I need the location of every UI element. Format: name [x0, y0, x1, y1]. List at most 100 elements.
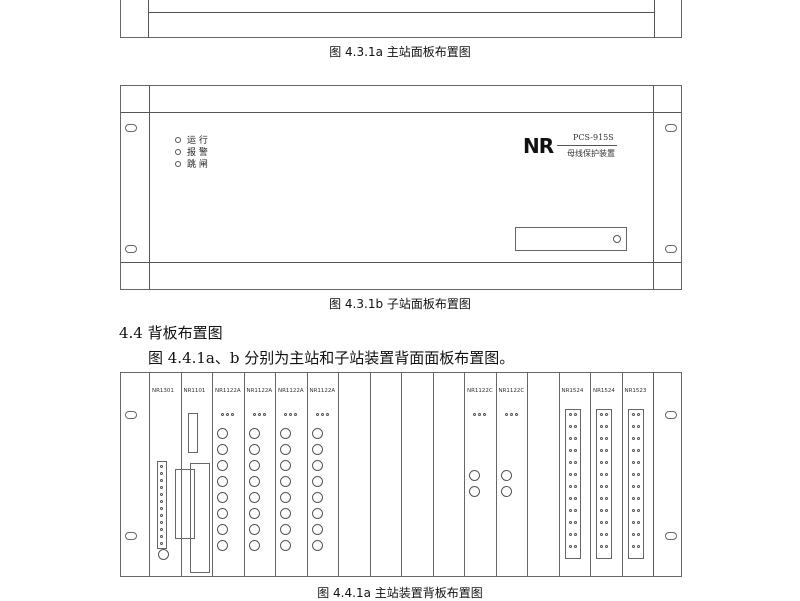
rear-slot: NR1524 [558, 373, 592, 576]
fiber-port-icon [280, 492, 291, 503]
pin-dot [605, 521, 608, 524]
pin-dot [605, 425, 608, 428]
pin-dot [631, 509, 635, 512]
pin-dot [600, 473, 603, 476]
pin-dot [160, 465, 163, 468]
pin-dot [631, 473, 635, 476]
fiber-port-icon [280, 524, 291, 535]
pin-dot [160, 507, 163, 510]
master-panel-right-rail [654, 0, 655, 38]
led-icon [175, 148, 181, 155]
pin-dot [631, 449, 635, 452]
fiber-port-icon [311, 492, 323, 503]
rear-slot: NR1122A [243, 373, 277, 576]
rear-slot: NR1122C [495, 373, 529, 576]
indicator-label: 报 警 [187, 148, 208, 158]
terminal-strip [175, 469, 195, 539]
fiber-port-icon [311, 508, 323, 519]
fiber-port-icon [217, 492, 228, 503]
pin-dot [568, 533, 572, 536]
master-panel-drawing [120, 0, 682, 38]
pin-dot [631, 461, 635, 464]
rear-slot: NR1122A [275, 373, 308, 576]
fiber-port-icon [248, 460, 260, 471]
ethernet-window [187, 413, 198, 453]
pin-dot [160, 542, 163, 545]
rear-slot [338, 373, 371, 576]
pin-dot [600, 437, 603, 440]
section-heading: 4.4 背板布置图 [119, 324, 223, 342]
connector-block [157, 461, 167, 549]
fiber-port-icon [280, 540, 291, 551]
fiber-port-icon [469, 470, 480, 481]
pin-dot [636, 533, 640, 536]
pin-dot [600, 509, 603, 512]
pin-dot [636, 425, 640, 428]
caption-fig-431b: 图 4.3.1b 子站面板布置图 [329, 297, 471, 311]
pin-dot [573, 509, 577, 512]
led-dot [226, 413, 229, 416]
pin-dot [636, 545, 640, 548]
fiber-port-icon [217, 540, 228, 551]
pin-dot [160, 472, 163, 475]
fiber-port-icon [280, 460, 291, 471]
connector-block [627, 409, 644, 559]
pin-dot [605, 437, 608, 440]
led-dot [483, 413, 486, 416]
pin-dot [573, 437, 577, 440]
nr-logo: NR [523, 134, 554, 158]
substation-panel-right-rail [653, 86, 654, 289]
led-dot [257, 413, 261, 416]
logo-divider [557, 145, 617, 146]
pin-dot [600, 497, 603, 500]
caption-fig-441a: 图 4.4.1a 主站装置背板布置图 [317, 586, 483, 600]
pin-dot [631, 413, 635, 416]
fiber-port-icon [217, 428, 228, 439]
pin-dot [605, 461, 608, 464]
pin-dot [636, 497, 640, 500]
led-dot [294, 413, 297, 416]
rear-slot [527, 373, 560, 576]
pin-dot [631, 425, 635, 428]
led-dot [315, 413, 319, 416]
led-dot [320, 413, 324, 416]
led-dot [325, 413, 329, 416]
pin-dot [600, 545, 603, 548]
pin-dot [631, 497, 635, 500]
caption-fig-431a: 图 4.3.1a 主站面板布置图 [329, 45, 471, 59]
mount-hole-icon [665, 532, 677, 540]
fiber-port-icon [248, 428, 260, 439]
pin-dot [631, 521, 635, 524]
fiber-port-icon [280, 508, 291, 519]
pin-dot [605, 413, 608, 416]
slot-label: NR1523 [624, 388, 647, 394]
pin-dot [573, 473, 577, 476]
pin-dot [573, 545, 577, 548]
pin-dot [631, 533, 635, 536]
pin-dot [568, 461, 572, 464]
pin-dot [636, 413, 640, 416]
fiber-port-icon [469, 486, 480, 497]
led-dot [509, 413, 513, 416]
fiber-port-icon [311, 460, 323, 471]
rear-slot: NR1122C [464, 373, 497, 576]
master-panel-inner-line [148, 12, 654, 13]
fiber-port-icon [311, 540, 323, 551]
pin-dot [600, 449, 603, 452]
pin-dot [600, 425, 603, 428]
fiber-port-icon [248, 540, 260, 551]
mount-hole-icon [125, 245, 137, 253]
pin-dot [605, 533, 608, 536]
rear-slot: NR1122A [212, 373, 245, 576]
substation-panel-bottom-band [121, 262, 681, 263]
pin-dot [160, 528, 163, 531]
pin-dot [568, 449, 572, 452]
pin-dot [160, 535, 163, 538]
pin-dot [631, 545, 635, 548]
section-paragraph: 图 4.4.1a、b 分别为主站和子站装置背面面板布置图。 [148, 349, 515, 367]
led-dot [284, 413, 287, 416]
led-dot [231, 413, 234, 416]
pin-dot [600, 521, 603, 524]
slot-label: NR1122A [246, 388, 273, 394]
